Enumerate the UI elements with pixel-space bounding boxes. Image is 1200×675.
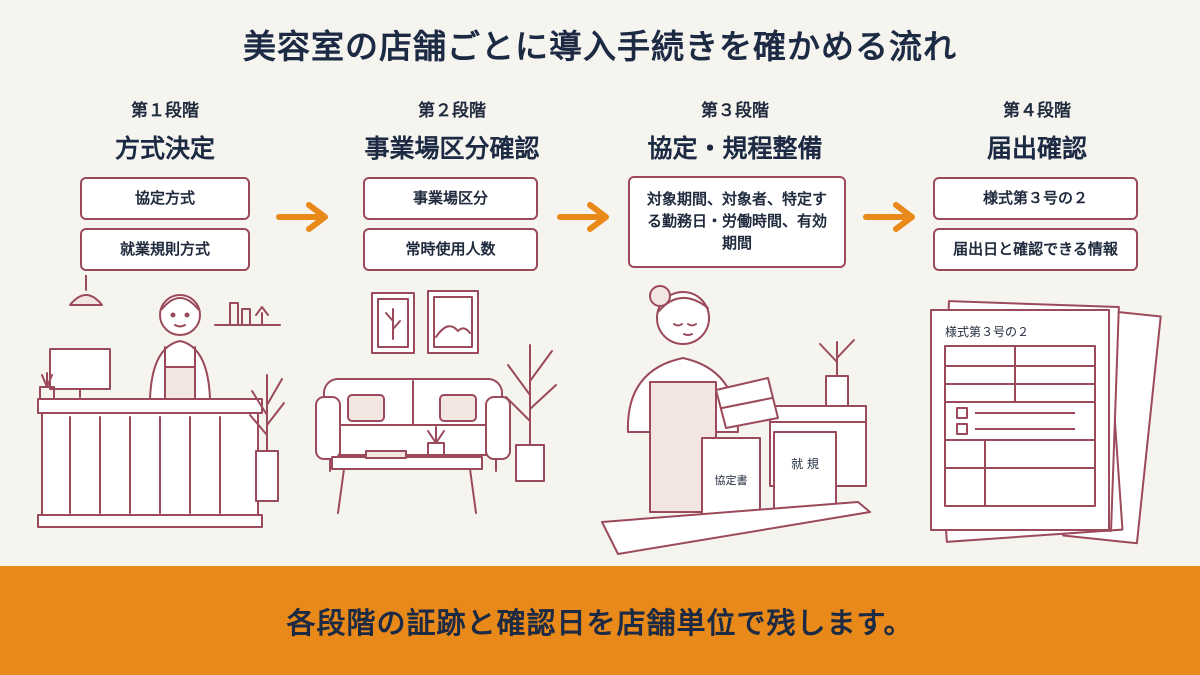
reception-illustration: [37, 275, 285, 528]
form-title: 様式第３号の２: [945, 325, 1029, 339]
binder-2-label: 就 規: [791, 456, 819, 471]
lounge-illustration: [315, 290, 557, 514]
stage-2: 第２段階 事業場区分確認: [332, 96, 572, 165]
stage-3: 第３段階 協定・規程整備: [615, 96, 855, 165]
stage-1-name: 方式決定: [114, 134, 215, 163]
stage-3-label: 第３段階: [701, 101, 769, 121]
stage-4-label: 第４段階: [1003, 101, 1071, 121]
stage-1-item-2: 就業規則方式: [80, 228, 250, 271]
stage-1-label: 第１段階: [131, 101, 199, 121]
stage-1-item-1: 協定方式: [80, 177, 250, 220]
stage-4-item-2: 届出日と確認できる情報: [933, 228, 1138, 271]
stage-4-name: 届出確認: [986, 134, 1087, 163]
arrow-right-icon: [276, 202, 328, 232]
stage-2-name: 事業場区分確認: [364, 134, 540, 163]
stage-1: 第１段階 方式決定: [45, 96, 285, 165]
stage-3-item-1: 対象期間、対象者、特定する勤務日・労働時間、有効期間: [628, 176, 846, 268]
stage-2-label: 第２段階: [418, 101, 486, 121]
stage-2-item-1: 事業場区分: [363, 177, 538, 220]
staff-document-illustration: 協定書 就 規: [601, 285, 871, 555]
forms-illustration: 様式第３号の２: [930, 300, 1162, 545]
page-title: 美容室の店舗ごとに導入手続きを確かめる流れ: [243, 27, 957, 66]
arrow-right-icon: [557, 202, 609, 232]
summary-banner-text: 各段階の証跡と確認日を店舗単位で残します。: [286, 605, 914, 640]
binder-1-label: 協定書: [715, 473, 748, 487]
summary-banner: 各段階の証跡と確認日を店舗単位で残します。: [0, 566, 1200, 675]
stage-4-item-1: 様式第３号の２: [933, 177, 1138, 220]
stage-2-item-2: 常時使用人数: [363, 228, 538, 271]
stage-3-name: 協定・規程整備: [647, 134, 823, 163]
stage-4: 第４段階 届出確認: [917, 96, 1157, 165]
arrow-right-icon: [863, 202, 915, 232]
